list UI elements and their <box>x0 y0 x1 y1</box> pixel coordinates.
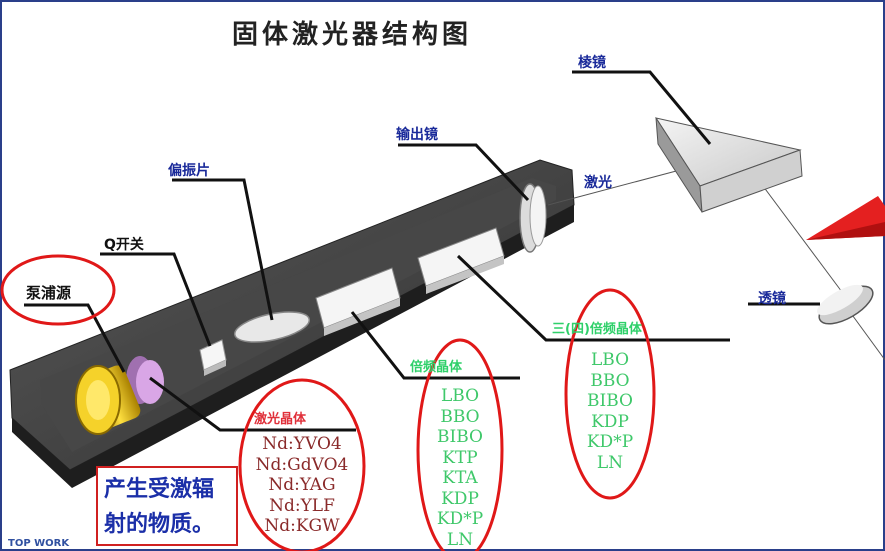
ellipse-pump-source <box>0 254 116 326</box>
note-line-2: 射的物质。 <box>104 512 215 537</box>
list-item: KD*P <box>436 509 484 529</box>
laser-beam-to-lens <box>759 181 843 293</box>
list-item: BBO <box>440 406 480 427</box>
diagram-title: 固体激光器结构图 <box>232 20 473 50</box>
list-item: KDP <box>441 488 479 509</box>
list-item: BIBO <box>437 427 483 447</box>
label-harmonic-crystal: 三(四)倍频晶体 <box>552 322 642 337</box>
laser-beam-out <box>849 311 885 361</box>
leader-doubling-crystal <box>350 311 520 380</box>
pump-source-cylinder <box>75 356 164 435</box>
ellipse-doubling-crystal <box>416 338 504 551</box>
label-pump-source: 泵浦源 <box>26 284 72 302</box>
list-item: LBO <box>440 386 480 406</box>
label-doubling-crystal: 倍频晶体 <box>410 360 463 375</box>
leader-laser-crystal <box>149 376 356 432</box>
list-item: BIBO <box>587 391 633 411</box>
label-polarizer: 偏振片 <box>168 163 210 179</box>
leader-lines <box>24 70 820 432</box>
leader-polarizer <box>172 178 274 321</box>
list-item: LN <box>596 452 624 473</box>
label-q-switch: Q开关 <box>104 237 144 253</box>
harmonic-crystal-list: LBO BBO BIBO KDP KD*P LN <box>570 350 650 473</box>
laser-beam-to-prism <box>547 169 681 206</box>
list-item: Nd:KGW <box>264 516 340 536</box>
label-laser-crystal: 激光晶体 <box>254 412 307 427</box>
leader-output-mirror <box>398 143 530 202</box>
leader-q-switch <box>100 252 212 347</box>
note-line-1: 产生受激辐 <box>104 477 215 502</box>
focus-lens <box>817 284 874 325</box>
label-output-mirror: 输出镜 <box>396 127 438 143</box>
list-item: BBO <box>590 370 630 391</box>
leader-harmonic-crystal <box>456 254 730 342</box>
list-item: Nd:YVO4 <box>262 434 342 454</box>
list-item: LN <box>446 529 474 550</box>
note-box: 产生受激辐 射的物质。 <box>96 466 238 546</box>
list-item: Nd:YAG <box>268 475 336 495</box>
leader-prism <box>572 70 712 145</box>
label-prism: 棱镜 <box>578 55 606 71</box>
laser-crystal-list: Nd:YVO4 Nd:GdVO4 Nd:YAG Nd:YLF Nd:KGW <box>244 434 360 537</box>
doubling-crystal-list: LBO BBO BIBO KTP KTA KDP KD*P LN <box>420 386 500 550</box>
footer-logo-text: TOP WORK <box>8 538 70 549</box>
ellipse-laser-crystal <box>238 378 366 551</box>
list-item: KTA <box>442 468 478 488</box>
list-item: LBO <box>590 350 630 370</box>
list-item: Nd:YLF <box>269 495 335 516</box>
list-item: KDP <box>591 411 629 432</box>
leader-pump-source <box>24 303 126 373</box>
list-item: Nd:GdVO4 <box>255 454 349 475</box>
output-mirror <box>519 183 547 253</box>
red-arrow-shade <box>806 222 885 240</box>
polarizer-plate <box>233 311 311 343</box>
prism-block <box>654 117 803 213</box>
list-item: KTP <box>442 447 478 468</box>
label-lens: 透镜 <box>758 291 786 307</box>
ellipse-harmonic-crystal <box>564 288 656 500</box>
q-switch-block <box>199 339 227 376</box>
list-item: KD*P <box>586 432 634 452</box>
highlight-ellipses <box>0 254 656 551</box>
label-laser: 激光 <box>584 175 612 191</box>
doubling-crystal-block <box>315 267 401 336</box>
